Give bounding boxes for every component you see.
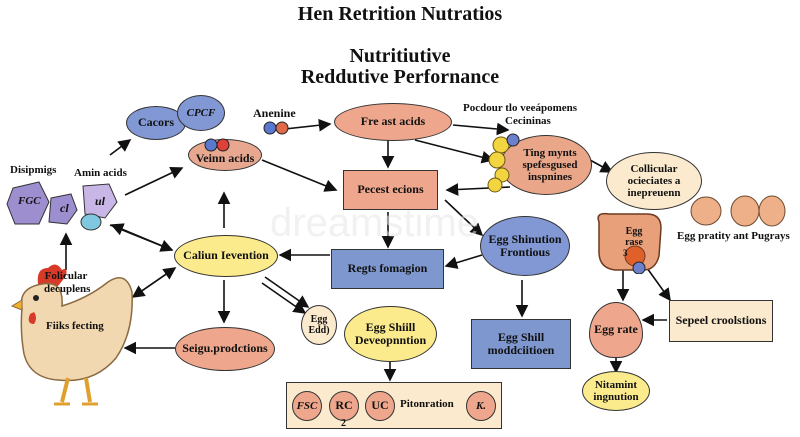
oviduct-icon <box>597 212 662 274</box>
subtitle-line-2: Reddutive Perfornance <box>300 66 500 88</box>
amino-molecule-icon <box>263 121 289 135</box>
ul-label: ul <box>95 194 106 208</box>
blue-bead-icon <box>506 133 520 147</box>
egg-pratity-label: Egg pratity ant Pugrays <box>677 230 790 242</box>
page-title: Hen Retrition Nutratios <box>297 3 503 25</box>
collicular-node: Collicular ocieciates a inepreuenn <box>606 152 702 210</box>
molecule-icon <box>204 138 230 152</box>
egg-shinution-node: Egg Shinution Frontious <box>480 216 570 276</box>
egg-edd-node: Egg Edd) <box>301 305 337 345</box>
eggs-group-icon <box>690 195 786 227</box>
egg-shiill-node: Egg Shiill Deveopnntion <box>344 306 437 362</box>
egg-shill-mod-node: Egg Shill moddciitioen <box>471 319 571 369</box>
pocdour-label: Pocdour tlo veeápomens <box>463 102 578 114</box>
egg-rase-label: Egg rase <box>625 226 643 248</box>
free-acids-node: Fre ast acids <box>334 103 452 141</box>
folicular-label: Folicular decuplens <box>44 270 91 295</box>
uc-circle: UC <box>365 391 395 421</box>
pecest-node: Pecest ecions <box>343 170 438 210</box>
fiiks-label: Fiiks fecting <box>46 320 104 332</box>
cl-label: cl <box>60 201 69 215</box>
cpcf-node: CPCF <box>177 95 225 131</box>
subtitle-line-1: Nutritiutive <box>349 45 451 67</box>
calium-node: Caliun Ievention <box>174 235 278 277</box>
amino-acid-cluster-icon <box>6 181 118 231</box>
yellow-granules-icon <box>487 136 510 193</box>
anenine-label: Anenine <box>253 106 296 120</box>
pitonration-label: Pitonration <box>400 398 454 410</box>
k-circle: K. <box>466 391 496 421</box>
nitamint-node: Nitamint ingnution <box>582 371 650 411</box>
rc-circle: RC <box>329 391 359 421</box>
egg-rase-number: 3 <box>623 248 628 258</box>
cacors-node: Cacors <box>126 106 186 140</box>
rc-subscript: 2 <box>341 418 346 429</box>
ting-mynts-node: Ting mynts spefesgused inspnines <box>500 135 592 195</box>
hen-illustration <box>10 264 133 406</box>
disipmigs-label: Disipmigs <box>10 164 57 176</box>
amin-acids-label: Amin acids <box>74 167 127 179</box>
regts-node: Regts fomagion <box>331 249 444 289</box>
fsc-circle: FSC <box>292 391 322 421</box>
fgc-label: FGC <box>18 195 41 207</box>
seign-node: Seigu.prodctions <box>175 327 275 371</box>
egg-rate-node: Egg rate <box>589 302 643 358</box>
sepeel-node: Sepeel croolstions <box>669 300 773 342</box>
cecininas-label: Cecininas <box>505 115 551 127</box>
